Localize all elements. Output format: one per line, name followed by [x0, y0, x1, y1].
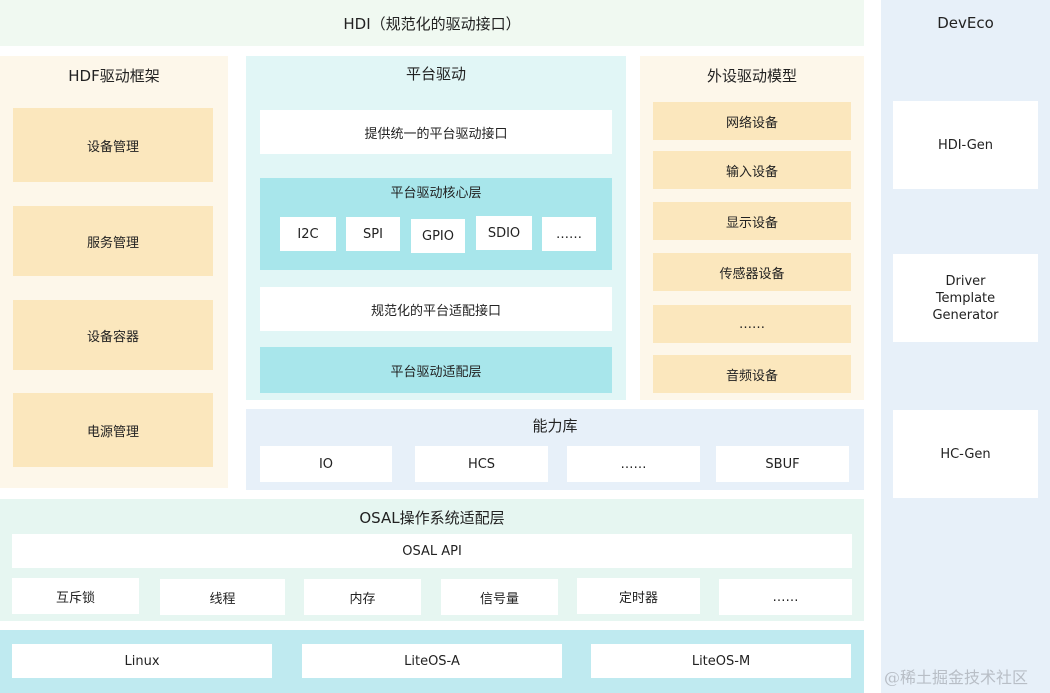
- kernel-item-linux: Linux: [12, 644, 272, 678]
- osal-panel: OSAL操作系统适配层 OSAL API 互斥锁 线程 内存 信号量 定时器 ……: [0, 499, 864, 621]
- hdf-item-device-container: 设备容器: [13, 300, 213, 370]
- capability-item-sbuf: SBUF: [716, 446, 849, 482]
- hdf-item-device-management: 设备管理: [13, 108, 213, 182]
- capability-item-hcs: HCS: [415, 446, 548, 482]
- deveco-panel: DevEco HDI-Gen Driver Template Generator…: [881, 0, 1050, 693]
- peripheral-item-audio: 音频设备: [653, 355, 851, 393]
- peripheral-item-display: 显示设备: [653, 202, 851, 240]
- deveco-item-driver-template-generator: Driver Template Generator: [893, 254, 1038, 342]
- osal-item-mutex: 互斥锁: [12, 578, 139, 614]
- platform-core-layer: 平台驱动核心层 I2C SPI GPIO SDIO ……: [260, 178, 612, 270]
- platform-driver-panel: 平台驱动 提供统一的平台驱动接口 平台驱动核心层 I2C SPI GPIO SD…: [246, 56, 626, 400]
- core-item-gpio: GPIO: [411, 219, 465, 253]
- core-item-sdio: SDIO: [476, 216, 532, 250]
- peripheral-item-sensor: 传感器设备: [653, 253, 851, 291]
- peripheral-item-more: ……: [653, 305, 851, 343]
- deveco-item-hdi-gen: HDI-Gen: [893, 101, 1038, 189]
- osal-title: OSAL操作系统适配层: [359, 508, 505, 527]
- hdf-item-power-management: 电源管理: [13, 393, 213, 467]
- deveco-title: DevEco: [937, 14, 994, 32]
- osal-item-timer: 定时器: [577, 578, 700, 614]
- core-item-i2c: I2C: [280, 217, 336, 251]
- osal-item-memory: 内存: [304, 579, 421, 615]
- deveco-item-hc-gen: HC-Gen: [893, 410, 1038, 498]
- peripheral-item-network: 网络设备: [653, 102, 851, 140]
- capability-lib-panel: 能力库 IO HCS …… SBUF: [246, 409, 864, 490]
- platform-adapter-layer: 平台驱动适配层: [260, 347, 612, 393]
- platform-driver-title: 平台驱动: [405, 64, 466, 83]
- capability-lib-title: 能力库: [532, 416, 578, 435]
- capability-item-io: IO: [260, 446, 392, 482]
- core-item-spi: SPI: [346, 217, 400, 251]
- osal-item-more: ……: [719, 579, 852, 615]
- platform-adapter-interface: 规范化的平台适配接口: [260, 287, 612, 331]
- core-item-more: ……: [542, 217, 596, 251]
- osal-api: OSAL API: [12, 534, 852, 568]
- peripheral-panel: 外设驱动模型 网络设备 输入设备 显示设备 传感器设备 …… 音频设备: [640, 56, 864, 400]
- osal-item-semaphore: 信号量: [441, 579, 558, 615]
- peripheral-title: 外设驱动模型: [706, 66, 797, 85]
- platform-core-layer-title: 平台驱动核心层: [390, 185, 482, 201]
- kernel-panel: Linux LiteOS-A LiteOS-M: [0, 630, 864, 693]
- hdi-bar: HDI（规范化的驱动接口）: [0, 0, 864, 46]
- hdf-framework-title: HDF驱动框架: [68, 66, 160, 85]
- hdf-item-service-management: 服务管理: [13, 206, 213, 276]
- watermark: @稀土掘金技术社区: [884, 668, 1029, 687]
- hdf-framework-panel: HDF驱动框架 设备管理 服务管理 设备容器 电源管理: [0, 56, 228, 488]
- kernel-item-liteos-m: LiteOS-M: [591, 644, 851, 678]
- capability-item-more: ……: [567, 446, 700, 482]
- osal-item-thread: 线程: [160, 579, 285, 615]
- kernel-item-liteos-a: LiteOS-A: [302, 644, 562, 678]
- platform-unified-interface: 提供统一的平台驱动接口: [260, 110, 612, 154]
- peripheral-item-input: 输入设备: [653, 151, 851, 189]
- hdi-title: HDI（规范化的驱动接口）: [343, 14, 521, 33]
